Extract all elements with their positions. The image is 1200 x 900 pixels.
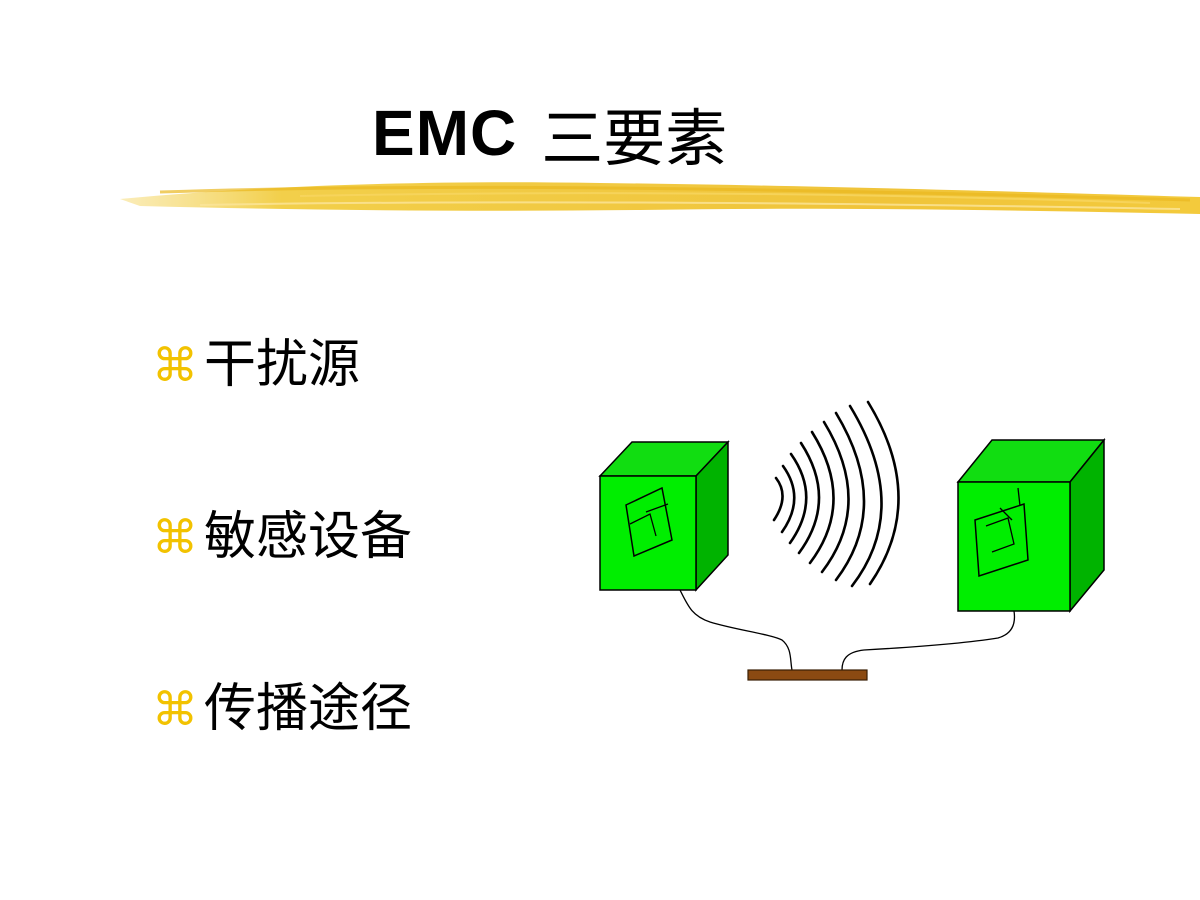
bullet-label: 敏感设备: [204, 507, 413, 567]
bullet-item-propagation-path: ⌘ 传播途径: [152, 674, 412, 744]
bullet-label: 传播途径: [204, 679, 413, 739]
title-emc: EMC: [372, 97, 518, 169]
command-symbol-icon: ⌘: [152, 338, 198, 392]
bullet-item-sensitive-device: ⌘ 敏感设备: [152, 502, 412, 572]
ground-wires: [679, 589, 1016, 671]
command-symbol-icon: ⌘: [152, 682, 198, 736]
ground-plate-icon: [747, 669, 868, 681]
command-symbol-icon: ⌘: [152, 510, 198, 564]
bullet-label: 干扰源: [204, 335, 361, 395]
title-three-elements: 三要素: [541, 102, 728, 175]
victim-device-icon: [956, 437, 1106, 614]
bullet-item-interference-source: ⌘ 干扰源: [152, 330, 360, 400]
radio-wave-arcs-icon: [772, 400, 900, 588]
slide-title: EMC 三要素: [372, 88, 727, 178]
source-device-icon: [598, 440, 730, 592]
